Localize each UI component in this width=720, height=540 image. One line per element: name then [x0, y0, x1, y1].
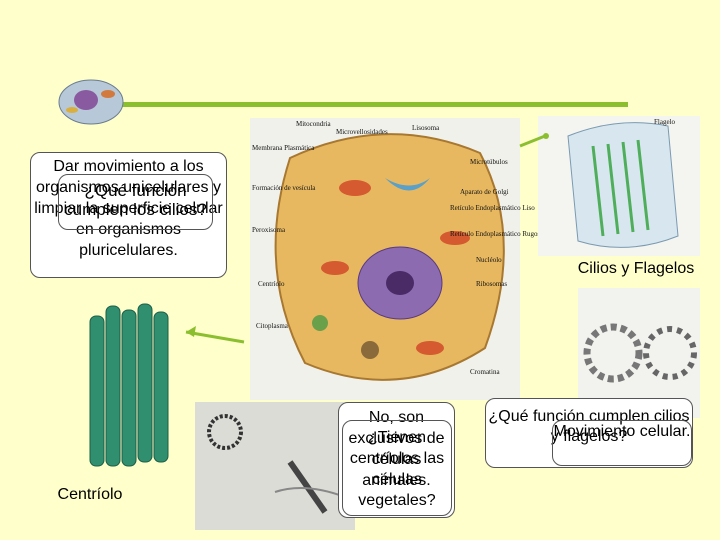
- micrograph-illustration: [195, 402, 355, 530]
- cilia-function-answer-bubble: Dar movimiento a los organismos unicelul…: [30, 152, 227, 278]
- label-centriolo-diagram: Centríolo: [258, 280, 285, 288]
- centriole-micrograph: [195, 402, 355, 530]
- label-nucleolo: Nucléolo: [476, 256, 502, 264]
- label-cilios-flagelo: Flagelo: [654, 118, 675, 126]
- centriolo-label: Centríolo: [57, 486, 123, 503]
- label-microtubulos: Microtúbulos: [470, 158, 508, 166]
- cilia-flagella-question-bubble: ¿Qué función cumplen cilios y flagelos?: [485, 398, 693, 468]
- label-vesicula: Formación de vesícula: [252, 184, 316, 192]
- label-reticulo-liso: Retículo Endoplasmático Liso: [450, 204, 535, 212]
- cell-thumbnail-icon: [58, 79, 124, 125]
- label-membrana: Membrana Plasmática: [252, 144, 315, 152]
- exclusive-answer-bubble: No, son exclusivos de células animales.: [338, 402, 455, 518]
- label-cromatina: Cromatina: [470, 368, 500, 376]
- arrow-to-centriole: [185, 330, 245, 344]
- cilios-flagelos-label: Cilios y Flagelos: [577, 260, 695, 277]
- cilia-flagella-answer-bubble: Movimiento celular.: [552, 420, 692, 466]
- label-reticulo-rugoso: Retículo Endoplasmático Rugoso: [450, 230, 544, 238]
- label-lisosoma: Lisosoma: [412, 124, 440, 132]
- plants-centriole-question-bubble: ¿Tienen centríolos las células vegetales…: [342, 420, 452, 516]
- animal-cell-illustration: [274, 133, 505, 381]
- cilia-illustration: [567, 122, 679, 248]
- label-microvellosidades: Microvellosidades: [336, 128, 388, 136]
- microtubule-cross-section: [578, 288, 700, 418]
- microtubule-rings-illustration: [583, 323, 697, 383]
- arrow-to-cilia: [519, 134, 546, 148]
- label-citoplasma: Citoplasma: [256, 322, 288, 330]
- label-golgi: Aparato de Golgi: [460, 188, 509, 196]
- animal-cell-diagram: Mitocondria Microvellosidades Lisosoma M…: [250, 118, 544, 400]
- centriole-illustration: [89, 303, 169, 467]
- title-underline: [60, 102, 628, 107]
- cilia-function-question-bubble: ¿Qué función cumplen los cilios?: [58, 174, 213, 230]
- label-ribosomas: Ribosomas: [476, 280, 508, 288]
- cilia-structure-diagram: Flagelo: [538, 116, 700, 256]
- label-peroxisoma: Peroxisoma: [252, 226, 286, 234]
- label-mitocondria: Mitocondria: [296, 120, 331, 128]
